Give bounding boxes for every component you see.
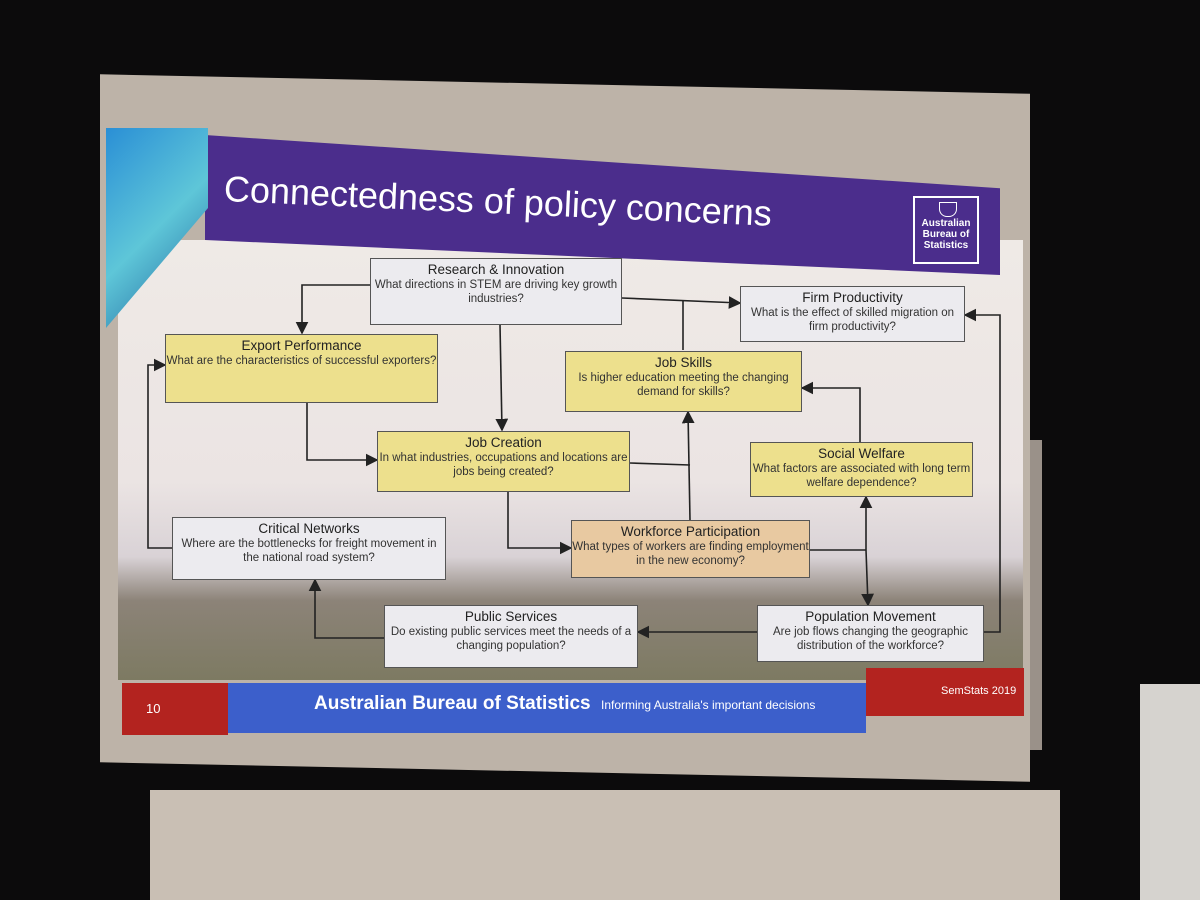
node-title: Research & Innovation: [427, 262, 565, 277]
arrow-population-to-firm: [963, 308, 1001, 633]
footer-banner: Australian Bureau of Statistics Informing…: [228, 683, 866, 733]
arrow-research-to-export: [295, 284, 370, 335]
arrow-research-to-jobcreation: [495, 324, 509, 432]
arrow-workforce-to-jobskills: [681, 410, 695, 521]
abs-logo: Australian Bureau of Statistics: [913, 196, 979, 264]
footer-page-number-block: 10: [122, 683, 228, 735]
footer-event: SemStats 2019: [941, 685, 1017, 697]
node-title: Workforce Participation: [620, 524, 761, 539]
page-number: 10: [146, 701, 161, 716]
node-title: Job Creation: [465, 435, 542, 450]
arrow-networks-to-export: [147, 358, 172, 549]
node-question: What are the characteristics of successf…: [166, 355, 437, 367]
node-question: Do existing public services meet the nee…: [390, 626, 632, 652]
wall-panel: [150, 790, 1060, 900]
coat-of-arms-icon: [939, 202, 957, 217]
node-title: Population Movement: [805, 609, 936, 624]
node-question: Are job flows changing the geographic di…: [773, 626, 968, 652]
node-question: What types of workers are finding employ…: [572, 541, 809, 567]
node-question: What factors are associated with long te…: [752, 463, 971, 489]
footer-event-block: SemStats 2019: [866, 668, 1024, 716]
node-job-creation: Job Creation In what industries, occupati…: [377, 431, 630, 492]
node-question: What directions in STEM are driving key …: [374, 279, 618, 305]
logo-text: Australian Bureau of Statistics: [921, 218, 971, 251]
footer-tagline: Informing Australia's important decision…: [601, 698, 816, 712]
node-title: Export Performance: [241, 338, 362, 353]
node-question: What is the effect of skilled migration …: [750, 307, 955, 333]
arrow-export-to-jobcreation: [306, 403, 379, 467]
arrow-research-to-firm: [621, 296, 742, 309]
node-title: Critical Networks: [258, 521, 360, 536]
arrow-publicservices-to-networks: [308, 578, 384, 639]
arrow-to-population: [861, 549, 874, 607]
footer-org: Australian Bureau of Statistics: [314, 693, 591, 714]
node-job-skills: Job Skills Is higher education meeting th…: [565, 351, 802, 412]
node-title: Firm Productivity: [802, 290, 903, 305]
node-question: Is higher education meeting the changing…: [578, 372, 789, 398]
node-question: Where are the bottlenecks for freight mo…: [181, 538, 437, 564]
line-jobcreation-junction: [629, 462, 691, 466]
side-panel: [1140, 684, 1200, 900]
node-title: Public Services: [464, 609, 558, 624]
node-question: In what industries, occupations and loca…: [379, 452, 628, 478]
node-title: Social Welfare: [818, 446, 905, 461]
arrow-jobcreation-to-workforce: [507, 492, 573, 555]
node-title: Job Skills: [654, 355, 713, 370]
arrow-welfare-to-jobskills: [800, 381, 861, 442]
node-public-services: Public Services Do existing public servic…: [384, 605, 638, 668]
